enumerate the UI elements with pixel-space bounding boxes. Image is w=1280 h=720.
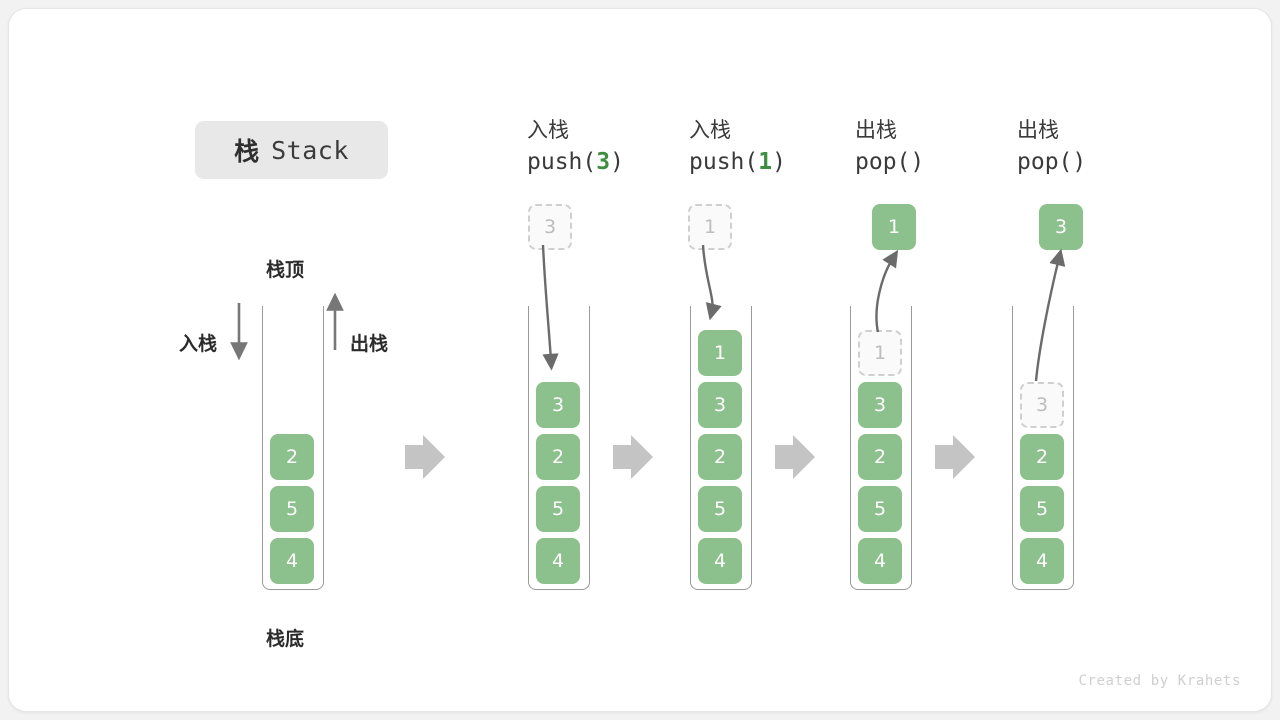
column-header-push-3: 入栈 push(3) [527,115,624,179]
stack-container-push-1 [690,306,752,590]
column-code-label: pop() [1017,149,1087,175]
stack-container-push-3 [528,306,590,590]
stack-cell: 3 [536,382,580,428]
stack-container-pop-1 [850,306,912,590]
column-code-label: push(3) [527,149,624,175]
stack-cell: 2 [698,434,742,480]
floating-cell-ghost: 3 [528,204,572,250]
stack-cell: 4 [1020,538,1064,584]
stack-cell: 4 [858,538,902,584]
column-header-pop-2: 出栈 pop() [1017,115,1086,179]
stack-cell: 4 [270,538,314,584]
flow-arrow [775,435,815,479]
stack-cell: 1 [698,330,742,376]
stack-cell: 2 [858,434,902,480]
column-header-pop-1: 出栈 pop() [855,115,924,179]
stack-cell: 4 [698,538,742,584]
stack-cell: 4 [536,538,580,584]
column-op-label: 入栈 [527,118,569,142]
column-code-label: push(1) [689,149,786,175]
stack-cell: 2 [1020,434,1064,480]
stack-cell: 2 [270,434,314,480]
credit-text: Created by Krahets [1078,673,1241,689]
stack-container-initial [262,306,324,590]
flow-arrow [405,435,445,479]
floating-cell-ghost: 1 [688,204,732,250]
column-op-label: 出栈 [855,118,897,142]
stack-cell-ghost: 3 [1020,382,1064,428]
stack-cell: 3 [858,382,902,428]
column-header-push-1: 入栈 push(1) [689,115,786,179]
stack-bottom-label: 栈底 [266,628,305,650]
column-op-label: 入栈 [689,118,731,142]
stack-cell: 5 [858,486,902,532]
stack-cell: 5 [536,486,580,532]
stack-cell: 5 [698,486,742,532]
stack-cell: 2 [536,434,580,480]
stack-cell: 5 [1020,486,1064,532]
diagram-title-badge: 栈 Stack [195,121,388,179]
push-direction-label: 入栈 [179,333,218,355]
floating-cell-popped: 3 [1039,204,1083,250]
stack-cell: 5 [270,486,314,532]
flow-arrow [613,435,653,479]
title-en: Stack [271,135,349,165]
push-transfer-arrow-1 [701,244,722,321]
stack-container-pop-2 [1012,306,1074,590]
pop-direction-label: 出栈 [350,333,389,355]
diagram-card: 栈 Stack 栈顶 栈底 入栈 出栈 2 5 4 入栈 push(3) 3 3… [8,8,1272,712]
floating-cell-popped: 1 [872,204,916,250]
stack-top-label: 栈顶 [266,259,305,281]
stack-cell-ghost: 1 [858,330,902,376]
column-op-label: 出栈 [1017,118,1059,142]
title-cn: 栈 [234,137,260,166]
flow-arrow [935,435,975,479]
stack-cell: 3 [698,382,742,428]
column-code-label: pop() [855,149,925,175]
